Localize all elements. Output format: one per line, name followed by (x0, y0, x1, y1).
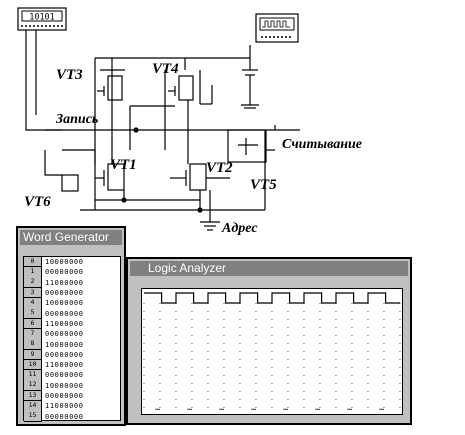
label-vt3: VT3 (56, 67, 83, 83)
word-generator-row-value[interactable]: 00000000 (45, 268, 84, 277)
label-vt4: VT4 (152, 61, 179, 77)
word-generator-row-value[interactable]: 11000000 (45, 402, 84, 411)
word-generator-row-index: 3 (24, 287, 42, 299)
word-generator-row-value[interactable]: 00000000 (45, 350, 84, 359)
trace-marker: … (251, 403, 256, 412)
logic-analyzer-plot: … … … … … … … … (143, 292, 401, 412)
word-generator-row-value[interactable]: 10000000 (45, 340, 84, 349)
word-generator-row-index: 8 (24, 339, 42, 350)
word-generator-row-index: 5 (24, 308, 42, 319)
word-generator-title[interactable]: Word Generator (20, 230, 122, 245)
label-vt6: VT6 (24, 194, 51, 210)
word-generator-row-index: 0 (24, 256, 42, 268)
trace-marker: … (347, 403, 352, 412)
word-generator-row-value[interactable]: 00000000 (45, 412, 84, 421)
word-generator-row-index: 10 (24, 359, 42, 371)
word-generator-row-value[interactable]: 00000000 (45, 309, 84, 318)
trace-marker: … (283, 403, 288, 412)
word-generator-row-value[interactable]: 00000000 (45, 289, 84, 298)
word-generator-row-value[interactable]: 11000000 (45, 361, 84, 370)
trace-marker: … (379, 403, 384, 412)
analyzer-grid (143, 303, 401, 412)
word-generator-row-value[interactable]: 00000000 (45, 392, 84, 400)
logic-analyzer-instrument[interactable] (255, 13, 299, 43)
label-vt1: VT1 (110, 157, 137, 173)
trace-marker: … (187, 403, 192, 412)
word-generator-row-index: 9 (24, 349, 42, 361)
word-generator-row-index: 4 (24, 298, 42, 309)
pulse-trace (144, 292, 400, 304)
word-generator-row-index: 11 (24, 370, 42, 381)
circuit-wires (25, 30, 300, 231)
trace-marker: … (219, 403, 224, 412)
word-generator-row-value[interactable]: 10000000 (45, 258, 84, 267)
label-write: Запись (55, 112, 98, 127)
instrument-display: 10101 (29, 13, 55, 23)
trace-marker: … (315, 403, 320, 412)
word-generator-row-index: 2 (24, 277, 42, 289)
label-read: Считывание (282, 137, 362, 152)
word-generator-row-index: 6 (24, 318, 42, 330)
label-address: Адрес (221, 221, 258, 236)
word-generator-row-value[interactable]: 00000000 (45, 371, 84, 380)
word-generator-row-index: 12 (24, 380, 42, 392)
logic-analyzer-window: Logic Analyzer … … … … … … … … (126, 257, 412, 425)
word-generator-row-value[interactable]: 00000000 (45, 330, 84, 339)
word-generator-row-index: 1 (24, 267, 42, 278)
label-vt2: VT2 (206, 160, 233, 176)
word-generator-row-value[interactable]: 10000000 (45, 299, 84, 308)
word-generator-instrument[interactable]: 10101 (17, 7, 67, 31)
logic-analyzer-title[interactable]: Logic Analyzer (130, 261, 408, 276)
logic-analyzer-screen: … … … … … … … … (141, 288, 403, 415)
word-generator-row-index: 7 (24, 328, 42, 340)
word-generator-row-value[interactable]: 10000000 (45, 381, 84, 390)
word-generator-row-index: 15 (24, 411, 42, 422)
word-generator-row-index: 13 (24, 390, 42, 402)
word-generator-row-value[interactable]: 11000000 (45, 319, 84, 328)
trace-marker: … (155, 403, 160, 412)
word-generator-row-value[interactable]: 11000000 (45, 278, 84, 287)
label-vt5: VT5 (250, 177, 277, 193)
word-generator-row-index: 14 (24, 401, 42, 412)
